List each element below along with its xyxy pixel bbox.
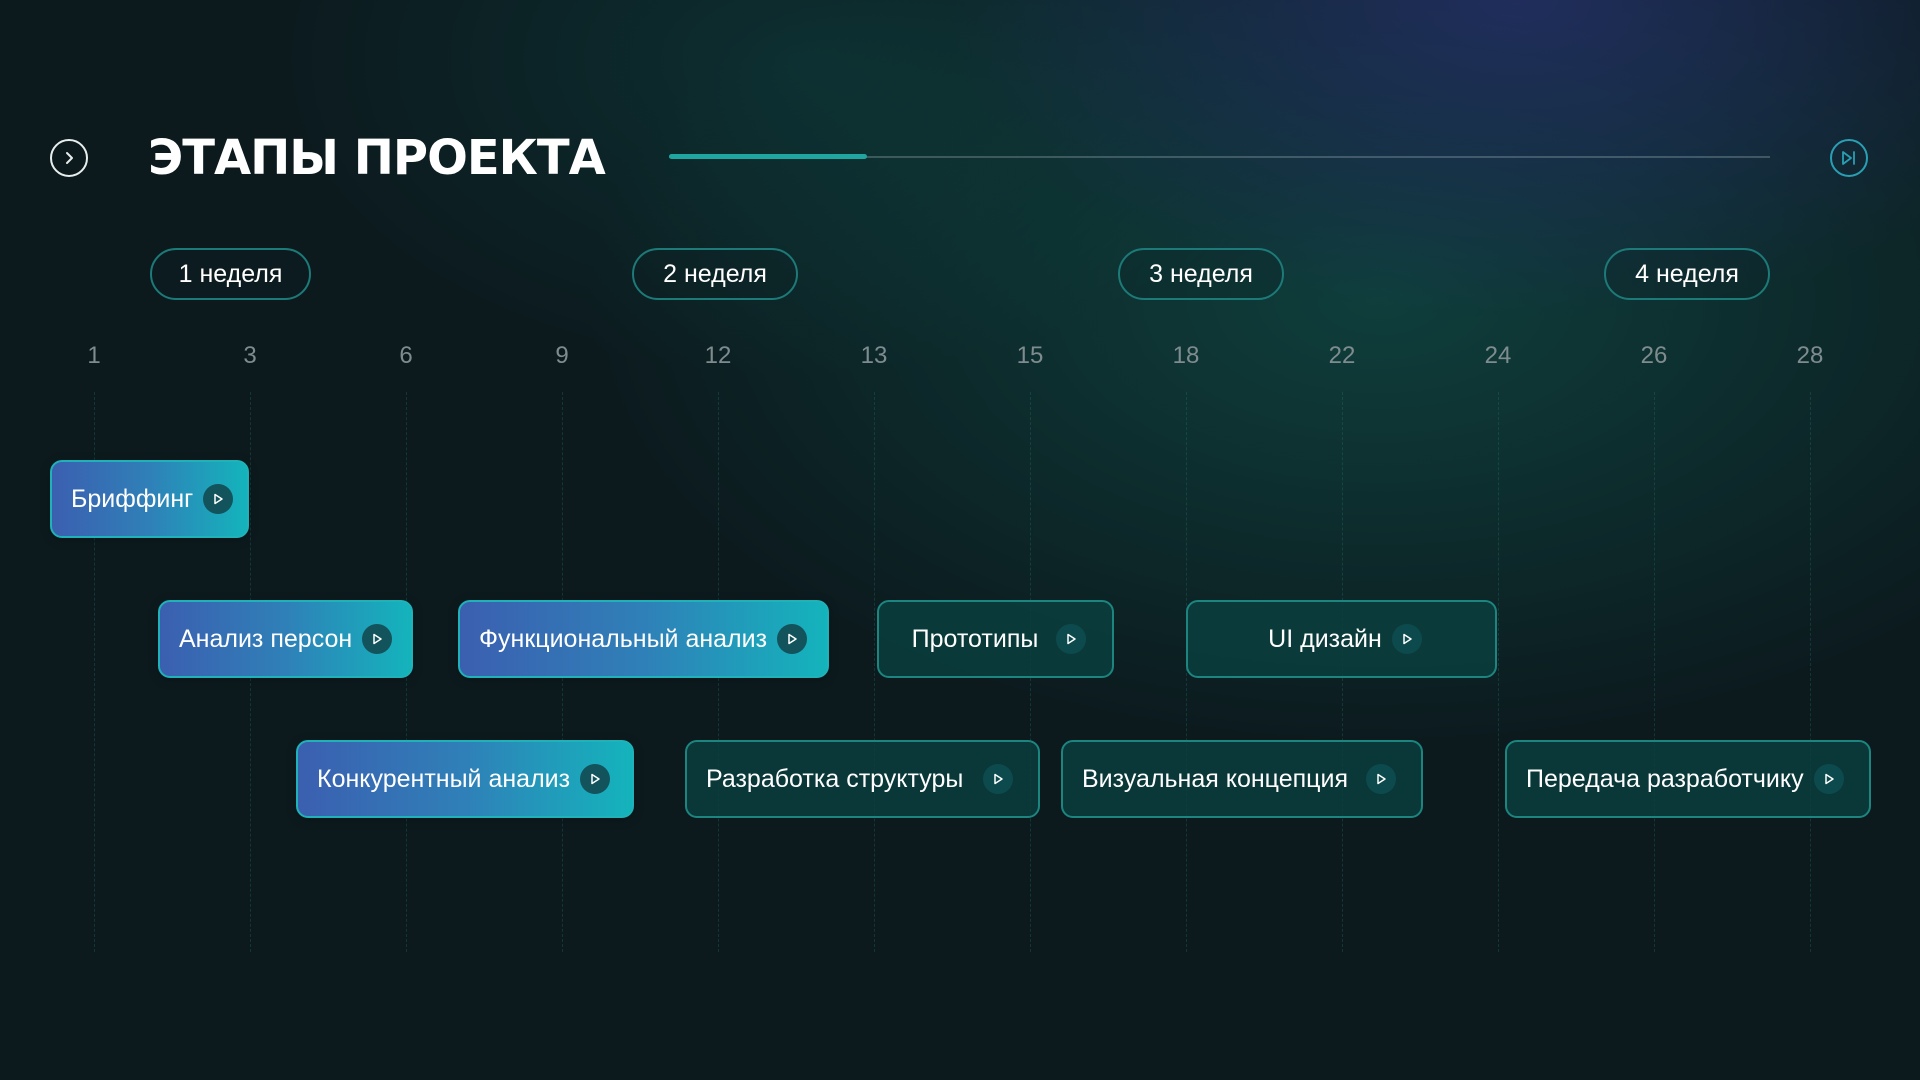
skip-forward-icon xyxy=(1842,151,1855,165)
week-pill-4[interactable]: 4 неделя xyxy=(1604,248,1770,300)
play-icon[interactable] xyxy=(1813,764,1844,794)
day-gridline xyxy=(1654,392,1655,952)
chevron-right-icon xyxy=(66,152,73,164)
play-icon[interactable] xyxy=(1391,624,1422,654)
week-pill-2[interactable]: 2 неделя xyxy=(632,248,798,300)
task-structure-development[interactable]: Разработка структуры xyxy=(685,740,1040,818)
day-gridline xyxy=(94,392,95,952)
day-label: 6 xyxy=(399,342,413,369)
day-label: 9 xyxy=(555,342,569,369)
task-developer-handoff[interactable]: Передача разработчику xyxy=(1505,740,1871,818)
task-label: Передача разработчику xyxy=(1526,764,1804,793)
day-label: 28 xyxy=(1796,342,1824,369)
play-icon[interactable] xyxy=(580,764,611,794)
day-label: 12 xyxy=(704,342,732,369)
play-icon[interactable] xyxy=(203,484,234,514)
task-label: Бриффинг xyxy=(71,484,194,513)
day-label: 13 xyxy=(860,342,888,369)
day-label: 18 xyxy=(1172,342,1200,369)
task-label: Конкурентный анализ xyxy=(317,764,571,793)
page-title: ЭТАПЫ ПРОЕКТА xyxy=(148,130,606,186)
day-label: 22 xyxy=(1328,342,1356,369)
week-pill-3[interactable]: 3 неделя xyxy=(1118,248,1284,300)
next-slide-button[interactable] xyxy=(1830,139,1868,177)
task-label: Функциональный анализ xyxy=(479,624,768,653)
prev-slide-button[interactable] xyxy=(50,139,88,177)
play-icon[interactable] xyxy=(1056,624,1087,654)
progress-track xyxy=(669,154,1770,159)
day-label: 15 xyxy=(1016,342,1044,369)
task-prototypes[interactable]: Прототипы xyxy=(877,600,1114,678)
day-label: 3 xyxy=(243,342,257,369)
task-persona-analysis[interactable]: Анализ персон xyxy=(158,600,413,678)
progress-fill xyxy=(669,154,868,159)
day-gridline xyxy=(1186,392,1187,952)
day-label: 1 xyxy=(87,342,101,369)
task-label: Разработка структуры xyxy=(706,764,964,793)
play-icon[interactable] xyxy=(1365,764,1396,794)
day-gridline xyxy=(1810,392,1811,952)
task-briefing[interactable]: Бриффинг xyxy=(50,460,249,538)
task-functional-analysis[interactable]: Функциональный анализ xyxy=(458,600,829,678)
task-visual-concept[interactable]: Визуальная концепция xyxy=(1061,740,1423,818)
day-label: 24 xyxy=(1484,342,1512,369)
task-label: UI дизайн xyxy=(1268,624,1382,653)
task-label: Прототипы xyxy=(911,624,1039,653)
week-pill-1[interactable]: 1 неделя xyxy=(150,248,311,300)
task-ui-design[interactable]: UI дизайн xyxy=(1186,600,1497,678)
day-gridline xyxy=(1498,392,1499,952)
play-icon[interactable] xyxy=(983,764,1014,794)
play-icon[interactable] xyxy=(777,624,808,654)
play-icon[interactable] xyxy=(362,624,393,654)
day-gridline xyxy=(874,392,875,952)
day-label: 26 xyxy=(1640,342,1668,369)
task-label: Анализ персон xyxy=(179,624,353,653)
task-label: Визуальная концепция xyxy=(1082,764,1348,793)
task-competitor-analysis[interactable]: Конкурентный анализ xyxy=(296,740,634,818)
